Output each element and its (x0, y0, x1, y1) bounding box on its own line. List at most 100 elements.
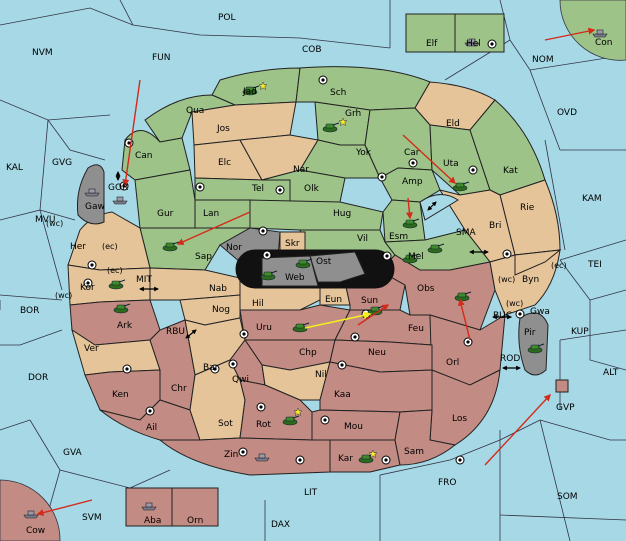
province-label: Orn (187, 516, 203, 526)
province-label: Ken (112, 390, 129, 400)
province-label: Kar (338, 454, 353, 464)
order-arrow (36, 499, 93, 516)
province-label: Uta (443, 159, 459, 169)
coast-label: (wc) (46, 219, 63, 228)
province-label: Zin (224, 450, 238, 460)
province-label: Nab (209, 284, 227, 294)
province-label: Bar (203, 363, 219, 373)
province-label: Qua (186, 106, 204, 116)
province-labels: Elf Hel Con Jad Sch Qua Jos Grh Eld Can … (26, 38, 613, 536)
sea-label: KUP (571, 327, 589, 337)
province-label: Orl (446, 358, 459, 368)
province-label: Hel (466, 39, 481, 49)
province-label: Rie (520, 203, 535, 213)
sea-label: DOR (28, 373, 48, 383)
coast-label: (ec) (551, 261, 567, 270)
province-label: Neu (368, 348, 386, 358)
province-qua[interactable] (144, 94, 237, 143)
adjacency-arrows (115, 171, 521, 371)
province-label: Feu (408, 324, 424, 334)
province-label: Hug (333, 209, 351, 219)
sea-label: NVM (32, 48, 53, 58)
province-gvp[interactable] (555, 379, 569, 393)
province-label: Rot (256, 420, 271, 430)
province-label: Eun (325, 295, 342, 305)
province-zin[interactable] (158, 437, 331, 476)
province-label: Vil (357, 234, 368, 244)
province-label: Nil (315, 370, 327, 380)
province-label: Gwa (530, 307, 550, 317)
province-label: Los (452, 414, 467, 424)
sea-label: GVA (63, 448, 83, 458)
sea-island-cow (0, 479, 61, 541)
province-label: Eld (446, 119, 460, 129)
sea-label: SVM (82, 513, 102, 523)
sea-label: ALT (603, 368, 619, 378)
province-ail[interactable] (99, 399, 201, 441)
sea-label: MVU (35, 215, 56, 225)
province-label: Sch (330, 88, 346, 98)
province-label: Aba (144, 516, 161, 526)
province-label: Nor (226, 243, 242, 253)
province-sam[interactable] (394, 409, 457, 466)
sea-label: POL (218, 13, 236, 23)
province-label: Ark (117, 321, 133, 331)
province-label: Car (404, 148, 420, 158)
sea-label: TEI (587, 260, 602, 270)
province-label: Gaw (85, 202, 105, 212)
sea-label: BOR (20, 306, 39, 316)
province-label: Kaa (334, 390, 351, 400)
sea-notch (419, 194, 459, 221)
sea-label: COB (302, 45, 322, 55)
support-arrow (304, 311, 372, 329)
sea-label: DAX (271, 520, 290, 530)
province-label: Nog (212, 305, 230, 315)
sea-label: FUN (152, 53, 171, 63)
province-label: Mou (344, 422, 363, 432)
sea-label: GOR (108, 183, 128, 193)
sea-label: SOM (557, 492, 578, 502)
province-car[interactable] (364, 107, 433, 179)
province-byn[interactable] (514, 249, 562, 276)
sea-label: KAL (6, 163, 23, 173)
order-arrows (36, 27, 596, 516)
order-arrow (457, 298, 471, 341)
sea-label: OVD (557, 108, 577, 118)
province-hel[interactable] (454, 13, 505, 53)
sea-labels: POL NVM FUN COB NOM OVD KAL GVG KAM MVU … (6, 13, 619, 530)
province-label: Ver (84, 344, 99, 354)
province-ost[interactable] (309, 251, 366, 283)
province-esm[interactable] (382, 199, 426, 243)
province-label: Jos (216, 124, 230, 134)
province-label: Pir (524, 328, 536, 338)
province-orn[interactable] (171, 487, 219, 527)
coast-labels: (wc) (ec) (ec) (wc) (wc) (ec) (wc) (46, 219, 567, 308)
province-label: Obs (417, 284, 435, 294)
province-label: Kat (503, 166, 518, 176)
province-gur[interactable] (134, 169, 196, 229)
sea-label: MIT (136, 275, 152, 285)
province-label: Ail (146, 423, 157, 433)
order-arrow (122, 79, 141, 187)
province-label: Byn (522, 275, 539, 285)
province-label: Nar (293, 165, 309, 175)
province-label: Web (285, 273, 305, 283)
province-label: Sam (404, 447, 424, 457)
province-label: Ost (316, 257, 332, 267)
province-label: Kor (80, 283, 95, 293)
order-arrow (176, 211, 251, 245)
province-label: Sun (361, 296, 378, 306)
province-elf[interactable] (405, 13, 456, 53)
province-label: Cow (26, 526, 45, 536)
sea-label: GVG (52, 158, 72, 168)
province-label: Can (135, 151, 153, 161)
province-label: Tel (251, 184, 264, 194)
order-arrow (484, 393, 551, 466)
province-label: GVP (556, 403, 575, 413)
province-pir[interactable] (518, 312, 549, 376)
province-label: Elf (426, 39, 438, 49)
coast-label: (ec) (107, 266, 123, 275)
province-label: Jad (242, 87, 257, 97)
province-label: Skr (285, 239, 300, 249)
